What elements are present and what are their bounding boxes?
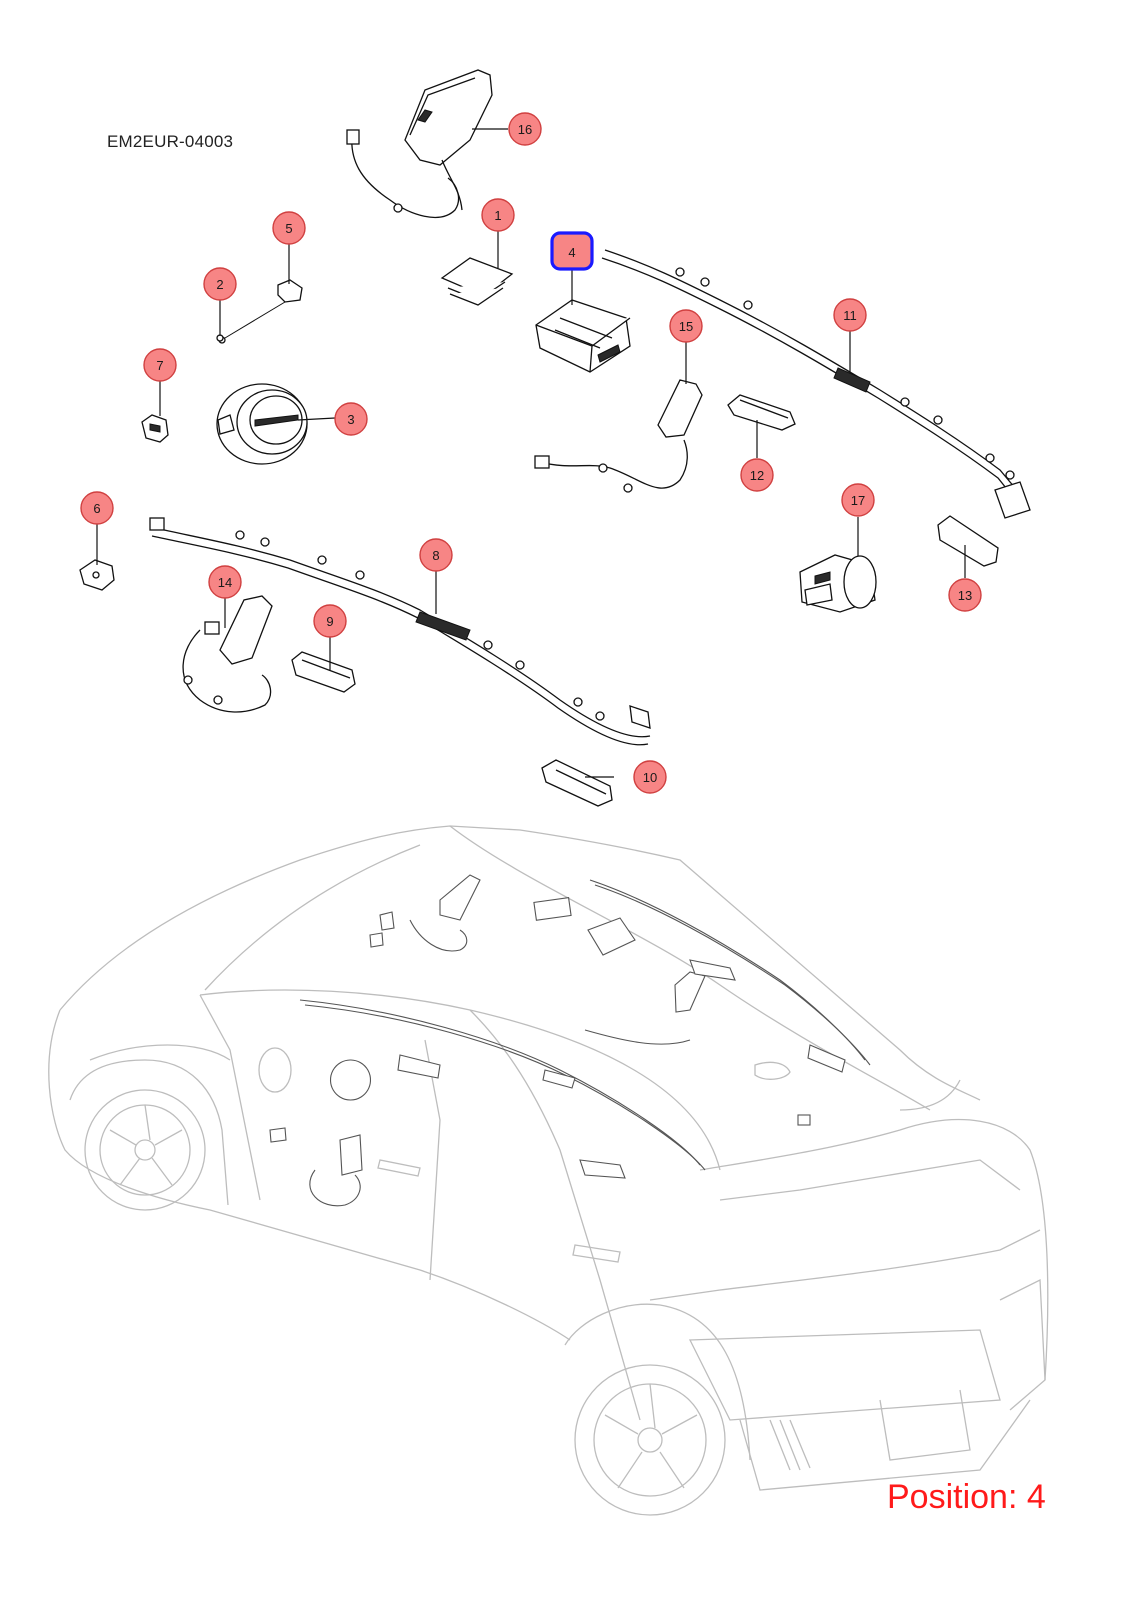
- svg-text:16: 16: [518, 122, 532, 137]
- svg-text:6: 6: [93, 501, 100, 516]
- callout-5[interactable]: 5: [272, 211, 306, 245]
- selected-position-label: Position: 4: [887, 1478, 1046, 1516]
- part-9-bracket: [291, 651, 356, 693]
- part-16-side-airbag: [346, 69, 493, 219]
- callout-10[interactable]: 10: [633, 760, 667, 794]
- callout-3[interactable]: 3: [334, 402, 368, 436]
- callout-1[interactable]: 1: [481, 198, 515, 232]
- callout-9[interactable]: 9: [313, 604, 347, 638]
- svg-text:4: 4: [568, 245, 575, 260]
- part-8-curtain-airbag-left: [149, 517, 651, 746]
- svg-text:13: 13: [958, 588, 972, 603]
- vehicle-outline: [48, 825, 1049, 1516]
- callout-6[interactable]: 6: [80, 491, 114, 525]
- part-15-side-airbag: [534, 379, 703, 493]
- part-14-side-airbag: [182, 595, 273, 713]
- svg-text:12: 12: [750, 468, 764, 483]
- callout-11[interactable]: 11: [833, 298, 867, 332]
- svg-text:11: 11: [843, 308, 857, 323]
- callout-16[interactable]: 16: [508, 112, 542, 146]
- part-12-trim: [727, 394, 796, 431]
- part-13-trim: [937, 515, 999, 567]
- svg-text:17: 17: [851, 493, 865, 508]
- svg-text:15: 15: [679, 319, 693, 334]
- part-6-bracket: [79, 559, 115, 591]
- part-5-sensor: [218, 279, 303, 344]
- callout-13[interactable]: 13: [948, 578, 982, 612]
- svg-text:9: 9: [326, 614, 333, 629]
- svg-text:3: 3: [347, 412, 354, 427]
- part-17-connector: [799, 554, 877, 613]
- callout-15[interactable]: 15: [669, 309, 703, 343]
- callout-8[interactable]: 8: [419, 538, 453, 572]
- svg-text:10: 10: [643, 770, 657, 785]
- part-1-module: [440, 257, 514, 306]
- diagram-reference-code: EM2EUR-04003: [107, 132, 234, 151]
- callout-14[interactable]: 14: [208, 565, 242, 599]
- callout-12[interactable]: 12: [740, 458, 774, 492]
- leader-lines: [96, 128, 966, 778]
- svg-text:5: 5: [285, 221, 292, 236]
- svg-text:1: 1: [494, 208, 501, 223]
- callout-17[interactable]: 17: [841, 483, 875, 517]
- callout-7[interactable]: 7: [143, 348, 177, 382]
- part-11-curtain-airbag-right: [601, 249, 1031, 519]
- callout-4-selected[interactable]: 4: [550, 231, 594, 271]
- part-3-driver-airbag: [216, 383, 308, 465]
- callout-2[interactable]: 2: [203, 267, 237, 301]
- svg-text:2: 2: [216, 277, 223, 292]
- svg-text:14: 14: [218, 575, 232, 590]
- part-10-bracket: [541, 759, 613, 807]
- part-4-passenger-airbag: [535, 299, 631, 373]
- part-7-clip: [141, 414, 169, 443]
- svg-text:8: 8: [432, 548, 439, 563]
- svg-text:7: 7: [156, 358, 163, 373]
